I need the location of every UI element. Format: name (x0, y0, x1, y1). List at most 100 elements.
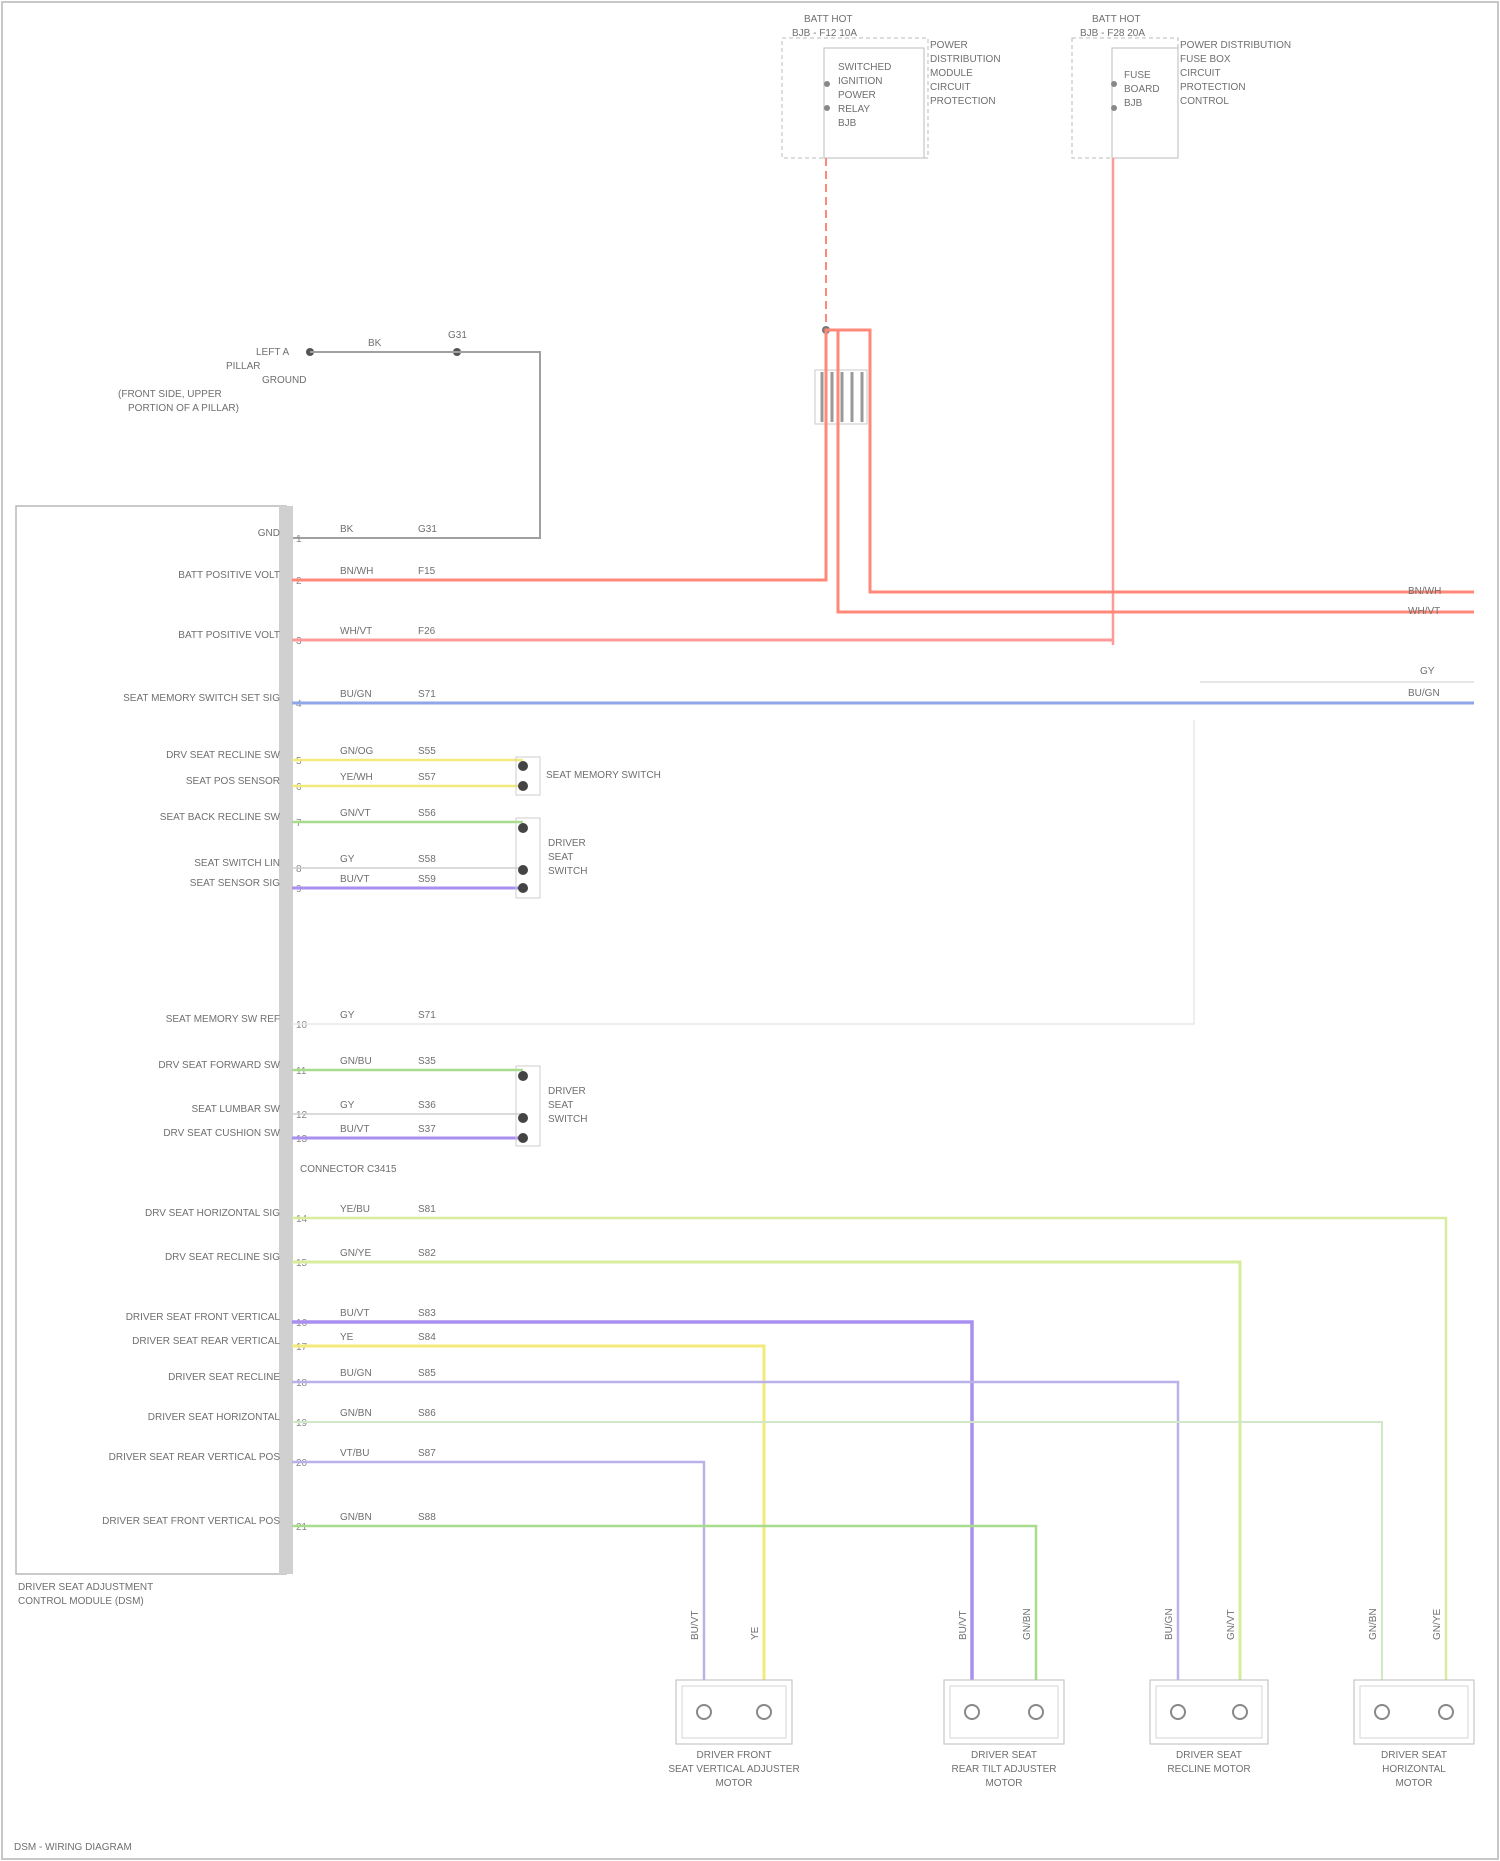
splice-dot-2 (518, 781, 528, 791)
fuse-right-inner-3: BJB (1124, 98, 1143, 109)
splice-group-harness[interactable]: SEAT MEMORY SWITCH (516, 757, 661, 795)
motor-inner (1360, 1686, 1468, 1738)
pin-number: 12 (296, 1110, 308, 1121)
splice-dot-6 (518, 1071, 528, 1081)
motor-terminal (757, 1705, 771, 1719)
fuse-left-title: BATT HOT (804, 14, 853, 25)
splice-dot-1 (518, 761, 528, 771)
pin-wire-color: BU/VT (340, 1308, 369, 1319)
pin-wire-color: GY (340, 1100, 355, 1111)
splice-dot-7 (518, 1113, 528, 1123)
fuse-left-inner-5: BJB (838, 118, 857, 129)
pin-label: DRV SEAT RECLINE SW (166, 750, 280, 761)
pin-label: DRV SEAT RECLINE SIG (165, 1252, 280, 1263)
motor-terminal (1375, 1705, 1389, 1719)
pin-label: BATT POSITIVE VOLT (178, 630, 280, 641)
motor-inner (950, 1686, 1058, 1738)
pin-label: DRIVER SEAT REAR VERTICAL POS (109, 1452, 281, 1463)
motor-terminal (1233, 1705, 1247, 1719)
right-edge-label-1: BN/WH (1408, 586, 1441, 597)
pin-number: 10 (296, 1020, 308, 1031)
wire-s87 (292, 1462, 704, 1680)
fuse-box-right[interactable]: BATT HOT BJB - F28 20A FUSE BOARD BJB PO… (1072, 14, 1291, 158)
pin-label: DRV SEAT HORIZONTAL SIG (145, 1208, 280, 1219)
motor-wire-1: GN/BN (1368, 1608, 1379, 1640)
wire-batt-1 (292, 330, 1474, 612)
fuse-left-inner-2: IGNITION (838, 76, 882, 87)
fuse-left-inner-1: SWITCHED (838, 62, 891, 73)
pin-number: 11 (296, 1066, 307, 1077)
pin-circuit: S71 (418, 689, 436, 700)
fuse-right-inner-1: FUSE (1124, 70, 1151, 81)
fuse-right-title: BATT HOT (1092, 14, 1141, 25)
pin-number: 18 (296, 1378, 308, 1389)
ground-wire: BK (368, 338, 382, 349)
pin-wire-color: BK (340, 524, 354, 535)
pin-label: DRV SEAT FORWARD SW (158, 1060, 280, 1071)
motor-wire-1: BU/VT (690, 1611, 701, 1640)
fuse-right-desc-1: POWER DISTRIBUTION (1180, 40, 1291, 51)
fuse-left-desc-5: PROTECTION (930, 96, 996, 107)
splice-group-2[interactable]: DRIVER SEAT SWITCH (516, 1066, 587, 1146)
splice-dot-3 (518, 823, 528, 833)
motor-wire-1: BU/VT (958, 1611, 969, 1640)
wire-batt-loop (826, 330, 1474, 592)
motor-name: SEAT VERTICAL ADJUSTER (668, 1764, 799, 1775)
motor-wire-2: GN/BN (1022, 1608, 1033, 1640)
wire-s85 (292, 1382, 1178, 1680)
splice-dot-4 (518, 865, 528, 875)
pin-wire-color: BU/GN (340, 689, 372, 700)
pin-label: GND (258, 528, 280, 539)
module-title-1: DRIVER SEAT ADJUSTMENT (18, 1582, 153, 1593)
wire-s81 (292, 1218, 1446, 1680)
wire-s86 (292, 1422, 1382, 1680)
pin-circuit: S88 (418, 1512, 436, 1523)
pin-row: DRIVER SEAT RECLINE18BU/GNS85 (168, 1368, 436, 1389)
pin-wire-color: GY (340, 854, 355, 865)
pin-row: SEAT LUMBAR SW12GYS36 (191, 1100, 436, 1121)
splice-group2-l1: DRIVER (548, 1086, 586, 1097)
pin-circuit: S35 (418, 1056, 436, 1067)
pin-circuit: F15 (418, 566, 436, 577)
pin-label: DRIVER SEAT HORIZONTAL (148, 1412, 281, 1423)
pin-label: DRIVER SEAT FRONT VERTICAL POS (102, 1516, 280, 1527)
fuse-left-desc-4: CIRCUIT (930, 82, 971, 93)
wire-s83 (292, 1322, 972, 1680)
motor-name: MOTOR (715, 1778, 752, 1789)
pin-wire-color: GN/OG (340, 746, 374, 757)
ground-label-1: LEFT A (256, 347, 289, 358)
pin-label: SEAT BACK RECLINE SW (160, 812, 281, 823)
splice-group-1[interactable]: DRIVER SEAT SWITCH (516, 818, 587, 898)
fuse-right-desc-4: PROTECTION (1180, 82, 1246, 93)
splice-dot-5 (518, 883, 528, 893)
pin-circuit: S82 (418, 1248, 436, 1259)
pin-row: SEAT SENSOR SIG9BU/VTS59 (190, 874, 436, 895)
ground-point[interactable]: LEFT A PILLAR GROUND (FRONT SIDE, UPPER … (118, 330, 467, 414)
motor-name: REAR TILT ADJUSTER (951, 1764, 1056, 1775)
fuse-box-left[interactable]: BATT HOT BJB - F12 10A SWITCHED IGNITION… (782, 14, 1001, 158)
motor-wire-1: BU/GN (1164, 1608, 1175, 1640)
pin-label: SEAT LUMBAR SW (191, 1104, 280, 1115)
fuse-right-desc-5: CONTROL (1180, 96, 1229, 107)
pin-wire-color: GN/BN (340, 1408, 372, 1419)
footer-label: DSM - WIRING DIAGRAM (14, 1842, 132, 1853)
motor-body (676, 1680, 792, 1744)
fuse-right-dot-2 (1111, 105, 1117, 111)
motor-name: MOTOR (1395, 1778, 1432, 1789)
pin-label: SEAT SWITCH LIN (194, 858, 280, 869)
fuse-left-inner-3: POWER (838, 90, 876, 101)
ground-circuit: G31 (448, 330, 467, 341)
splice-group1-l3: SWITCH (548, 866, 587, 877)
pin-row: SEAT MEMORY SW REF10GYS71 (166, 1010, 437, 1031)
pin-circuit: S86 (418, 1408, 436, 1419)
pin-label: SEAT MEMORY SW REF (166, 1014, 280, 1025)
fuse-right-inner-2: BOARD (1124, 84, 1160, 95)
pin-wire-color: BU/VT (340, 1124, 369, 1135)
pin-circuit: S56 (418, 808, 436, 819)
